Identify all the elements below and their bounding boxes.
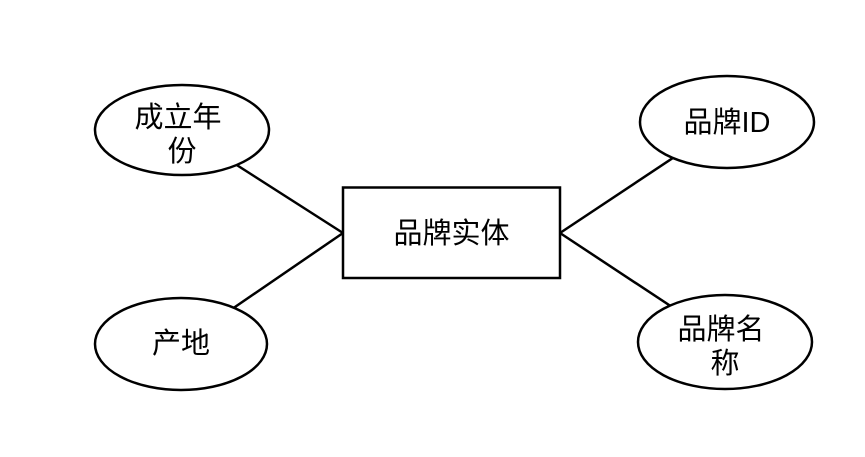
entity-node: 品牌实体 (341, 186, 562, 280)
attribute-label-origin: 产地 (152, 327, 210, 360)
attribute-label-brand-name: 品牌名 称 (677, 313, 772, 380)
attribute-ellipse-origin (93, 296, 269, 392)
attribute-node-origin: 产地 (93, 296, 269, 392)
attribute-node-brand-name: 品牌名 称 (636, 293, 814, 391)
attribute-ellipse-founding-year (93, 83, 271, 177)
attribute-node-brand-id: 品牌ID (638, 74, 816, 170)
entity-rectangle (341, 186, 562, 280)
attribute-node-founding-year: 成立年 份 (93, 83, 271, 177)
attribute-label-founding-year: 成立年 份 (134, 101, 229, 168)
attribute-ellipse-brand-name (636, 293, 814, 391)
attribute-ellipse-brand-id (638, 74, 816, 170)
entity-label: 品牌实体 (393, 217, 509, 250)
attribute-label-brand-id: 品牌ID (683, 106, 770, 139)
